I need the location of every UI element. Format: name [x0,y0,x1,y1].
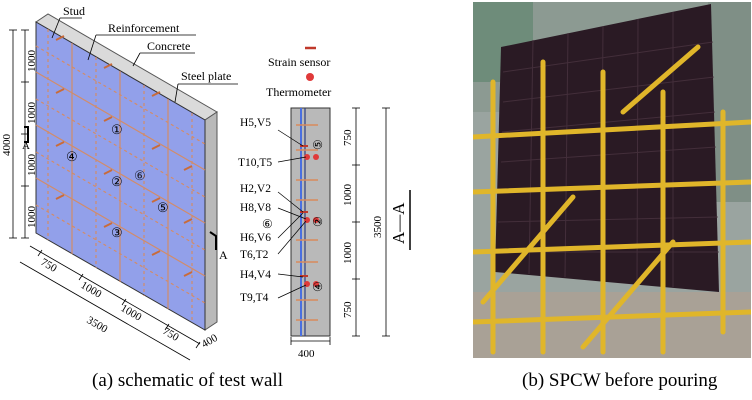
caption-a: (a) schematic of test wall [92,370,283,391]
section-zone-marks: ⑤ ② ⑥ ④ [262,139,325,292]
sensor-label-h6v6: H6,V6 [240,232,271,244]
sensor-label-h8v8: H8,V8 [240,202,271,214]
zone-2: ② [111,174,123,189]
spcw-photo [473,2,751,358]
zone-3: ③ [111,225,123,240]
label-steel-plate: Steel plate [181,69,231,83]
sensor-leaders [277,129,307,299]
section-view: Strain sensor Thermometer [238,46,411,360]
section-mark-left: A [22,126,30,152]
zone-1: ① [111,122,123,137]
section-zone-2: ② [311,216,325,227]
zone-markers: ① ② ③ ④ ⑤ ⑥ [66,122,169,240]
svg-text:A: A [219,248,228,262]
caption-b: (b) SPCW before pouring [522,370,718,391]
sensor-label-h4v4: H4,V4 [240,269,271,281]
left-dimension-chain [9,29,29,239]
wall-side-face [204,111,218,331]
section-dim-1: 750 [342,129,354,146]
dim-thickness: 400 [200,332,221,351]
section-dim-2: 1000 [342,184,354,207]
wall-schematic: Stud Reinforcement Concrete Steel plate … [1,4,238,361]
dim-left-2: 1000 [26,102,38,125]
dim-left-1: 1000 [26,50,38,73]
dim-bottom-4: 750 [161,325,182,344]
section-width-label: 400 [298,348,315,360]
scaffold [473,44,751,355]
label-reinforcement: Reinforcement [108,21,180,35]
dim-bottom-total: 3500 [85,314,110,336]
sensor-label-t10t5: T10,T5 [238,157,272,169]
section-width-dim [290,337,331,345]
sensor-label-h5v5: H5,V5 [240,117,271,129]
section-dim-3: 1000 [342,242,354,265]
zone-6: ⑥ [134,168,146,183]
thermometer-legend-icon [306,73,314,81]
section-dim-total: 3500 [372,216,384,239]
sensor-label-t9t4: T9,T4 [240,292,269,304]
left-dimension-labels: 1000 1000 1000 1000 4000 [1,50,38,229]
section-mark-right: A [209,231,228,262]
zone-5: ⑤ [157,200,169,215]
dim-left-3: 1000 [26,154,38,177]
zone-4: ④ [66,149,78,164]
legend-strain-sensor: Strain sensor [268,55,330,69]
legend-thermometer: Thermometer [266,85,331,99]
section-right-dims [352,107,390,337]
dim-left-4: 1000 [26,206,38,229]
section-right-dim-labels: 750 1000 1000 750 3500 [342,129,384,318]
section-zone-4: ④ [311,281,325,292]
section-zone-6: ⑥ [262,217,273,231]
section-studs [296,124,318,321]
dim-left-total: 4000 [1,134,13,157]
stud-marks [55,35,193,277]
section-dim-4: 750 [342,301,354,318]
section-title: A—A [389,202,408,244]
reinforcement-grid [35,29,206,323]
dim-bottom-1: 750 [39,256,60,275]
section-body [290,107,331,337]
sensor-label-t6t2: T6,T2 [240,249,269,261]
label-stud: Stud [63,4,85,18]
sensor-label-h2v2: H2,V2 [240,183,271,195]
section-zone-5: ⑤ [311,139,325,150]
bottom-dimension-chain [19,245,201,361]
svg-text:A: A [22,140,30,152]
label-concrete: Concrete [147,39,190,53]
component-labels: Stud Reinforcement Concrete Steel plate [51,4,238,103]
sensor-labels: H5,V5 T10,T5 H2,V2 H8,V8 H6,V6 T6,T2 H4,… [238,117,272,304]
